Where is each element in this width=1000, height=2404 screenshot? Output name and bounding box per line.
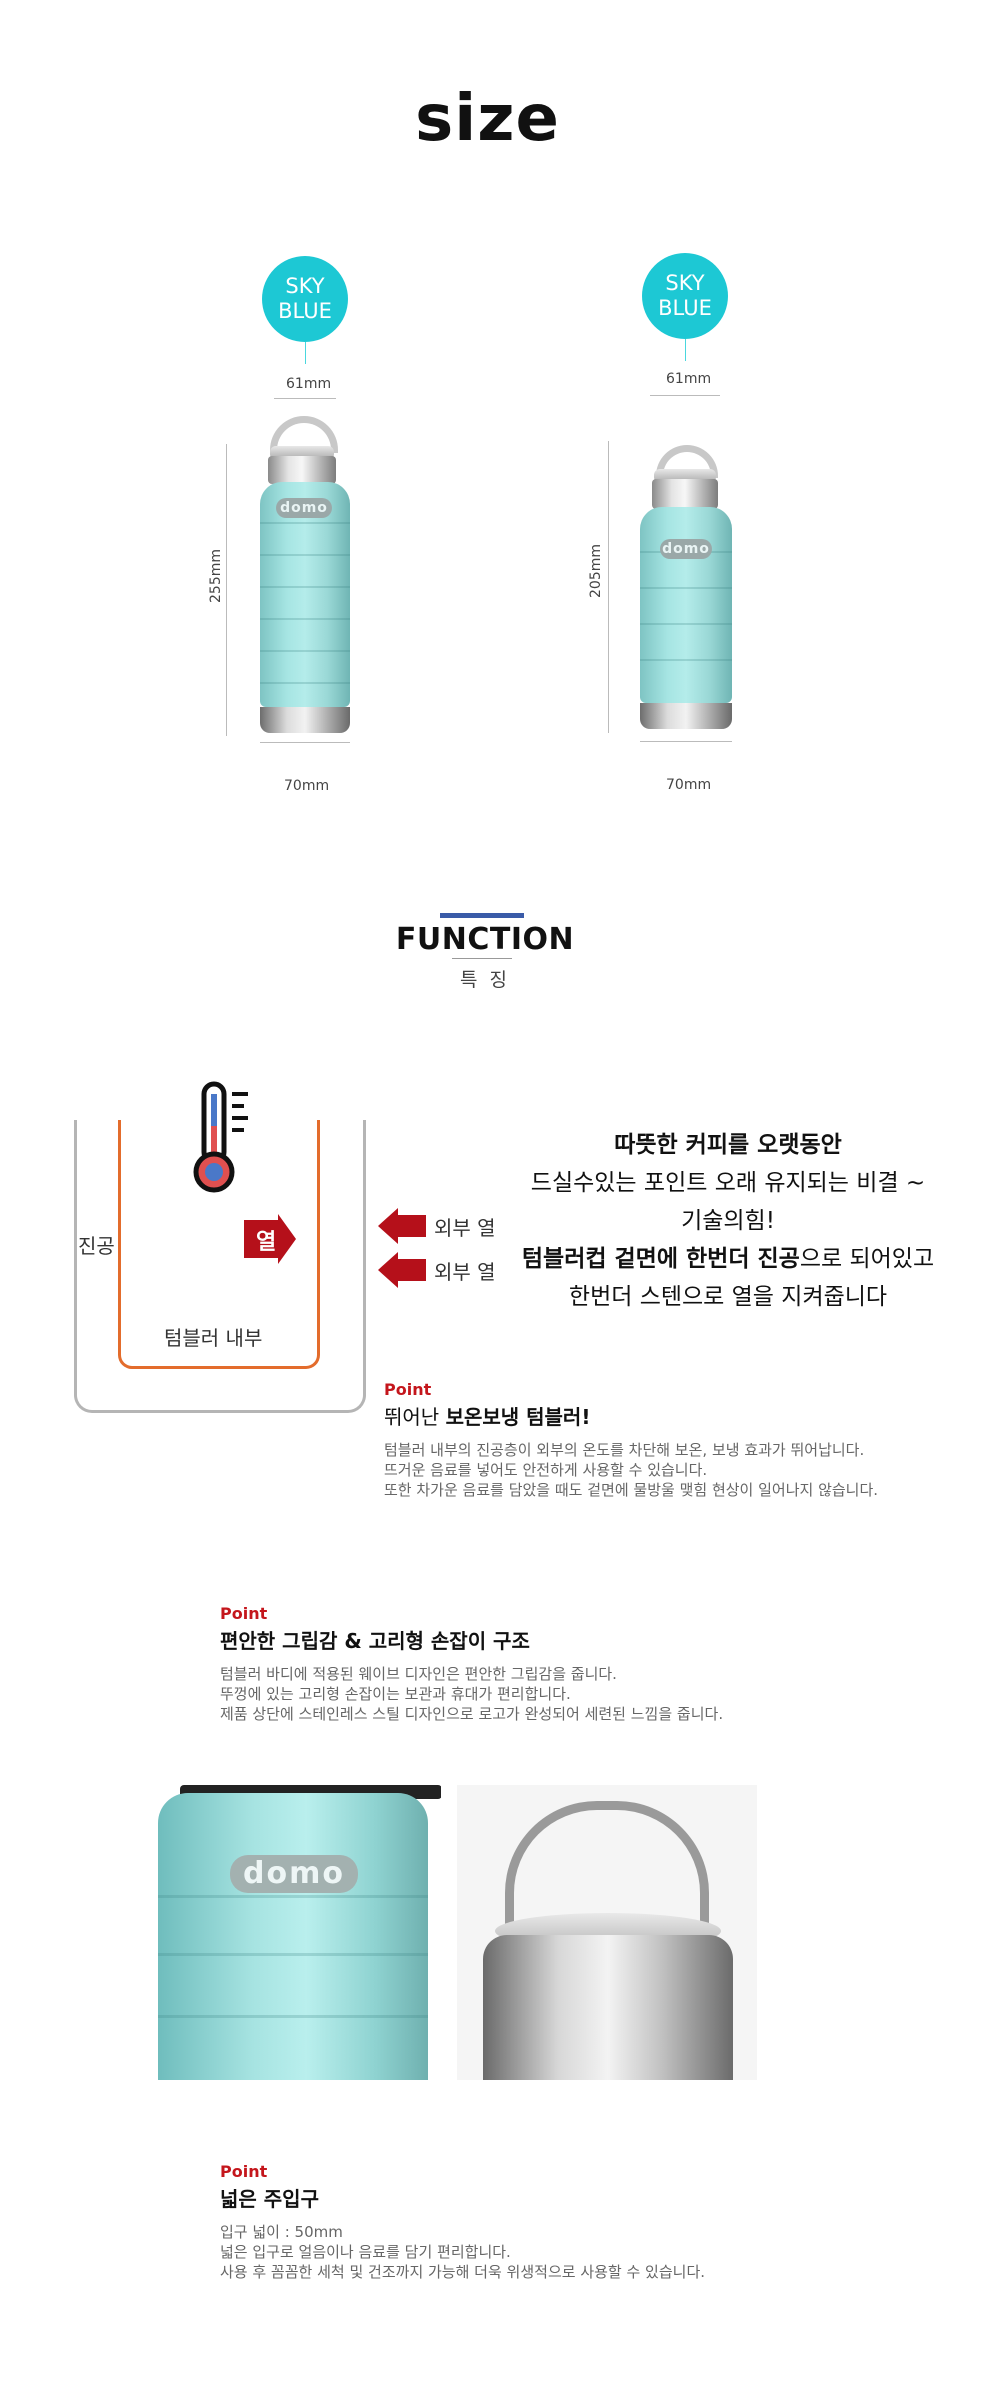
point-block-3: Point 넓은 주입구 입구 넓이 : 50mm 넓은 입구로 얼음이나 음료… [220,2162,840,2282]
point-block-1: Point 뛰어난 보온보냉 텀블러! 텀블러 내부의 진공층이 외부의 온도를… [384,1380,944,1500]
photo-grip-closeup: domo [158,1785,441,2080]
handle [656,445,718,478]
point-body-line: 사용 후 꼼꼼한 세척 및 건조까지 가능해 더욱 위생적으로 사용할 수 있습… [220,2263,706,2281]
bottom-width-label: 70mm [666,777,712,793]
point-body-line: 뜨거운 음료를 넣어도 안전하게 사용할 수 있습니다. [384,1461,708,1479]
point-heading: 편안한 그립감 & 고리형 손잡이 구조 [220,1625,840,1654]
message-line-5: 한번더 스텐으로 열을 지켜줍니다 [568,1284,888,1310]
thermometer-icon [193,1081,248,1193]
heat-label: 열 [256,1230,277,1255]
point-heading-bold: 보온보냉 텀블러! [445,1405,591,1429]
size-title: size [415,82,560,156]
color-badge-line1: SKY [665,271,705,295]
point-block-2: Point 편안한 그립감 & 고리형 손잡이 구조 텀블러 바디에 적용된 웨… [220,1604,840,1724]
message-line-4-rest: 으로 되어있고 [799,1246,935,1272]
height-line [226,444,227,736]
point-body-line: 뚜껑에 있는 고리형 손잡이는 보관과 휴대가 편리합니다. [220,1685,571,1703]
height-label: 205mm [588,544,604,598]
top-width-label: 61mm [666,371,712,387]
top-width-line [650,395,720,396]
bottle-figure-2: SKY BLUE 61mm 205mm domo 70mm [580,253,780,803]
color-badge: SKY BLUE [642,253,728,339]
function-accent-bar [440,913,524,918]
handle [270,416,338,453]
bottle-figure-1: SKY BLUE 61mm 255mm domo 70mm [200,256,400,806]
inside-label: 텀블러 내부 [164,1326,263,1350]
color-badge-line1: SKY [285,274,325,298]
height-line [608,441,609,733]
photo-handle-closeup [457,1785,757,2080]
outside-heat-arrow-icon [378,1252,426,1288]
point-body-line: 또한 차가운 음료를 담았을 때도 겉면에 물방울 맺힘 현상이 일어나지 않습… [384,1481,879,1499]
point-body-line: 텀블러 바디에 적용된 웨이브 디자인은 편안한 그립감을 줍니다. [220,1665,617,1683]
outside-heat-label-1: 외부 열 [434,1216,496,1240]
vacuum-label: 진공 [78,1234,115,1258]
cap-band [652,479,718,509]
message-line-3: 기술의힘! [681,1208,775,1234]
outside-heat-label-2: 외부 열 [434,1260,496,1284]
height-label: 255mm [208,549,224,603]
logo: domo [230,1855,358,1893]
bottom-width-label: 70mm [284,778,330,794]
bottle-bottom [640,703,732,729]
logo: domo [276,498,332,518]
badge-stem [685,339,686,361]
point-body-line: 넓은 입구로 얼음이나 음료를 담기 편리합니다. [220,2243,511,2261]
point-heading-bold: 편안한 그립감 & 고리형 손잡이 구조 [220,1629,530,1653]
point-body: 입구 넓이 : 50mm 넓은 입구로 얼음이나 음료를 담기 편리합니다. 사… [220,2222,840,2282]
point-heading-bold: 넓은 주입구 [220,2187,319,2211]
point-label: Point [220,2162,268,2181]
message-line-2: 드실수있는 포인트 오래 유지되는 비결 ~ [530,1170,926,1196]
bottle-body [640,507,732,703]
outside-heat-arrow-icon [378,1208,426,1244]
function-title: FUNCTION [395,922,575,957]
point-heading: 뛰어난 보온보냉 텀블러! [384,1401,944,1430]
bottom-width-line [260,742,350,743]
function-divider [452,958,512,959]
point-body-line: 제품 상단에 스테인레스 스틸 디자인으로 로고가 완성되어 세련된 느낌을 줍… [220,1705,724,1723]
cap-band [268,456,336,484]
color-badge-line2: BLUE [658,296,712,320]
heat-arrow-icon [244,1214,296,1264]
message-line-1: 따뜻한 커피를 오랫동안 [614,1132,842,1158]
point-label: Point [220,1604,268,1623]
message-line-4: 텀블러컵 겉면에 한번더 진공으로 되어있고 [508,1240,948,1278]
bottom-width-line [640,741,732,742]
point-heading-plain: 뛰어난 [384,1405,446,1429]
feature-message: 따뜻한 커피를 오랫동안 드실수있는 포인트 오래 유지되는 비결 ~ 기술의힘… [508,1126,948,1316]
badge-stem [305,342,306,364]
outer-cup-wall [74,1120,366,1413]
point-body: 텀블러 바디에 적용된 웨이브 디자인은 편안한 그립감을 줍니다. 뚜껑에 있… [220,1664,840,1724]
point-body-line: 입구 넓이 : 50mm [220,2223,343,2241]
color-badge: SKY BLUE [262,256,348,342]
bottle-body [260,482,350,707]
point-label: Point [384,1380,432,1399]
logo: domo [660,539,712,559]
point-body-line: 텀블러 내부의 진공층이 외부의 온도를 차단해 보온, 보냉 효과가 뛰어납니… [384,1441,865,1459]
bottle-bottom [260,707,350,733]
function-subtitle: 특 징 [460,969,510,991]
color-badge-line2: BLUE [278,299,332,323]
point-heading: 넓은 주입구 [220,2183,840,2212]
inner-cup-wall [118,1120,320,1369]
top-width-line [274,398,336,399]
top-width-label: 61mm [286,376,332,392]
point-body: 텀블러 내부의 진공층이 외부의 온도를 차단해 보온, 보냉 효과가 뛰어납니… [384,1440,944,1500]
message-line-4-bold: 텀블러컵 겉면에 한번더 진공 [521,1246,800,1272]
